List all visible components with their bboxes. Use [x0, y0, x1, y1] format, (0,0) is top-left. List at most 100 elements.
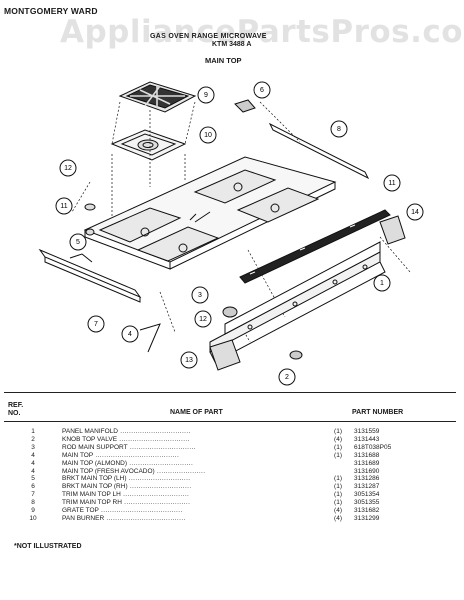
callout-circle — [55, 197, 73, 215]
model-description: GAS OVEN RANGE MICROWAVE — [150, 33, 267, 40]
divider-top — [4, 392, 456, 393]
part-number-cell: 3131287 — [342, 483, 424, 491]
callout-label: 11 — [388, 180, 395, 187]
section-title: MAIN TOP — [205, 56, 242, 65]
part-name-cell-text: MAIN TOP — [62, 451, 94, 459]
part-name-cell-text: MAIN TOP (ALMOND) — [62, 459, 128, 467]
brand-title: MONTGOMERY WARD — [4, 6, 98, 16]
part-number-cell-text: 3131299 — [354, 514, 380, 522]
ref-cell: 5 — [14, 475, 52, 483]
quantity-cell-text: (4) — [334, 435, 342, 443]
quantity-cell-text: (1) — [334, 443, 342, 451]
quantity-cell-text: (1) — [334, 428, 342, 435]
quantity-cell: (4) — [282, 507, 342, 515]
leader-dots: .................................... — [104, 514, 186, 522]
ref-cell-text: 4 — [31, 467, 35, 475]
table-row: 4 MAIN TOP (ALMOND) .....................… — [14, 460, 424, 468]
ref-cell: 4 — [14, 468, 52, 476]
part-name-cell-text: ROD MAIN SUPPORT — [62, 443, 128, 451]
ref-cell: 3 — [14, 444, 52, 452]
part-name-cell: KNOB TOP VALVE .........................… — [52, 436, 282, 444]
callout-label: 11 — [60, 203, 67, 210]
part-number-cell-text: 3131689 — [354, 459, 380, 467]
callout-label: 6 — [260, 87, 264, 94]
part-name-cell-text: MAIN TOP (FRESH AVOCADO) — [62, 467, 155, 475]
ref-cell-text: 2 — [31, 435, 35, 443]
part-number-cell: 3131688 — [342, 452, 424, 460]
leader-dots: ............................ — [127, 483, 192, 491]
leader-dots: ...................... — [154, 467, 206, 475]
quantity-cell: (1) — [282, 491, 342, 499]
callout-circle — [87, 315, 105, 333]
part-number-cell: 3131299 — [342, 515, 424, 523]
part-number-cell-text: 618T038P05 — [354, 443, 392, 451]
part-name-cell: BRKT MAIN TOP (LH) .....................… — [52, 475, 282, 483]
watermark: AppliancePartsPros.com — [60, 14, 464, 50]
callout-11: 11 — [55, 197, 73, 215]
part-number-cell-text: 3131286 — [354, 475, 380, 483]
callout-label: 3 — [198, 292, 202, 299]
leader-dots: .............................. — [120, 491, 190, 499]
part-name-cell-text: BRKT MAIN TOP (LH) — [62, 475, 127, 483]
trim-rh-part — [268, 122, 370, 180]
callout-circle — [59, 159, 77, 177]
callout-10: 10 — [199, 126, 217, 144]
ref-cell-text: 4 — [31, 451, 35, 459]
quantity-cell: (1) — [282, 452, 342, 460]
ref-cell: 8 — [14, 499, 52, 507]
callout-8: 8 — [330, 120, 348, 138]
ref-cell-text: 4 — [31, 459, 35, 467]
table-row: 4 MAIN TOP (FRESH AVOCADO) ..............… — [14, 468, 424, 476]
callout-circle — [180, 351, 198, 369]
quantity-cell: (4) — [282, 515, 342, 523]
part-name-cell: BRKT MAIN TOP (RH) .....................… — [52, 483, 282, 491]
part-name-cell-text: PAN BURNER — [62, 514, 105, 522]
quantity-cell-text: (1) — [334, 475, 342, 483]
part-number-cell-text: 3131688 — [354, 451, 380, 459]
ref-cell: 7 — [14, 491, 52, 499]
callout-11: 11 — [383, 174, 401, 192]
callout-9: 9 — [197, 86, 215, 104]
part-name-cell: MAIN TOP (FRESH AVOCADO) ...............… — [52, 468, 282, 476]
quantity-cell: (4) — [282, 436, 342, 444]
callout-label: 10 — [204, 132, 212, 139]
leader-dots: ..................................... — [98, 507, 183, 515]
ref-cell-text: 10 — [29, 514, 37, 522]
part-name-cell: ROD MAIN SUPPORT .......................… — [52, 444, 282, 452]
part-name-cell: MAIN TOP ...............................… — [52, 452, 282, 460]
callout-4: 4 — [121, 325, 139, 343]
knob-part — [84, 203, 303, 360]
callout-12: 12 — [59, 159, 77, 177]
ref-cell: 6 — [14, 483, 52, 491]
quantity-cell: (1) — [282, 499, 342, 507]
part-name-cell: TRIM MAIN TOP RH .......................… — [52, 499, 282, 507]
leader-dots: ............................ — [126, 475, 191, 483]
part-number-cell: 3131690 — [342, 468, 424, 476]
ref-cell-text: 8 — [31, 499, 35, 507]
part-number-cell-text: 3131682 — [354, 507, 380, 515]
callout-13: 13 — [180, 351, 198, 369]
part-number-cell-text: 3131559 — [354, 428, 380, 435]
part-name-cell-text: KNOB TOP VALVE — [62, 435, 118, 443]
rod-part — [239, 209, 391, 284]
leader-dots: ...................................... — [93, 451, 180, 459]
callout-circle — [197, 86, 215, 104]
bracket-left-part — [209, 339, 241, 371]
table-row: 4 MAIN TOP ..............................… — [14, 452, 424, 460]
callout-circle — [278, 368, 296, 386]
part-name-cell-text: BRKT MAIN TOP (RH) — [62, 483, 128, 491]
callout-12: 12 — [194, 310, 212, 328]
ref-cell: 9 — [14, 507, 52, 515]
leader-dots: ............................. — [127, 459, 194, 467]
quantity-cell: (1) — [282, 475, 342, 483]
bracket-rh-part — [234, 99, 256, 113]
part-name-cell: PANEL MANIFOLD .........................… — [52, 428, 282, 436]
leader-dots: ................................ — [117, 428, 191, 435]
manifold-panel-part — [209, 241, 386, 363]
callout-label: 8 — [337, 126, 341, 133]
leader-dots: .............................. — [121, 499, 191, 507]
part-number-cell-text: 3131287 — [354, 483, 380, 491]
